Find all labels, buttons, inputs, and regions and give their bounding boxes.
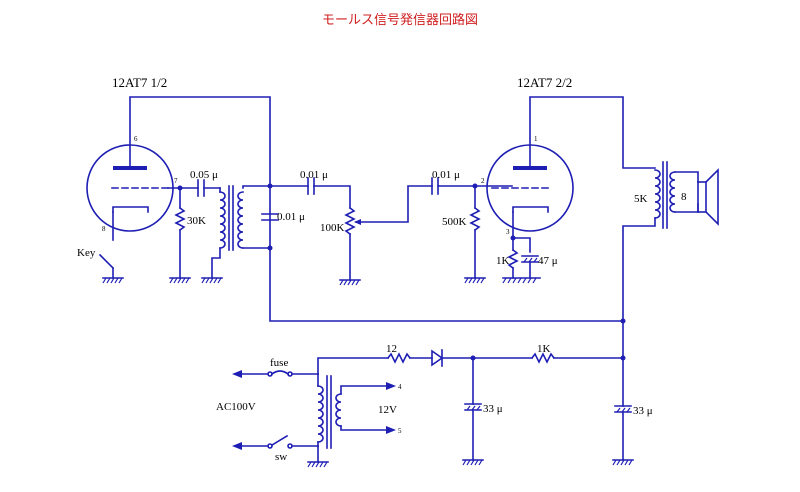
potentiometer-label: 100K: [320, 222, 345, 234]
tube-left-pin-plate: 6: [134, 135, 138, 143]
output-transformer-label: 5K: [634, 193, 648, 205]
tube-right-pin-cathode: 3: [506, 228, 510, 236]
capacitor-33u-right-label: 33 μ: [633, 405, 653, 417]
output-transformer: [654, 161, 676, 229]
capacitor-shunt-0-01u: [261, 213, 279, 221]
switch-label: sw: [275, 451, 287, 463]
tube-right-pin-grid: 2: [481, 177, 485, 185]
secondary-voltage-label: 12V: [378, 404, 397, 416]
fuse: [267, 370, 293, 377]
interstage-transformer: [219, 185, 244, 251]
ground-filter-right: [612, 459, 634, 466]
ground-30k: [169, 277, 191, 284]
power-switch: [267, 434, 293, 449]
speaker-impedance-label: 8: [681, 191, 687, 203]
secondary-pin-5: 5: [398, 427, 402, 435]
resistor-30k-label: 30K: [187, 215, 206, 227]
capacitor-0-05u: [197, 179, 205, 197]
resistor-500k-label: 500K: [442, 216, 467, 228]
ground-transformer-psu: [307, 461, 329, 468]
resistor-500k: [469, 206, 481, 232]
speaker-icon: [697, 168, 719, 226]
capacitor-mid-label: 0.01 μ: [300, 169, 328, 181]
tube-left-pin-grid: 7: [174, 177, 178, 185]
capacitor-33u-left-label: 33 μ: [483, 403, 503, 415]
ground-pot: [339, 279, 361, 286]
tube-left-pin-cathode: 8: [102, 225, 106, 233]
capacitor-33u-right: [614, 405, 632, 413]
resistor-12-label: 12: [386, 343, 397, 355]
capacitor-47u-label: 47 μ: [538, 255, 558, 267]
capacitor-shunt-label: 0.01 μ: [277, 211, 305, 223]
ac-input-label: AC100V: [216, 401, 256, 413]
resistor-30k: [174, 206, 186, 232]
resistor-12: [386, 352, 412, 364]
key-label: Key: [77, 247, 96, 259]
resistor-1k-psu-label: 1K: [537, 343, 551, 355]
tube-left-label: 12AT7 1/2: [112, 75, 167, 90]
ground-500k: [464, 277, 486, 284]
fuse-label: fuse: [270, 357, 288, 369]
power-transformer: [317, 373, 342, 449]
ground-transformer: [201, 277, 223, 284]
capacitor-33u-left: [464, 403, 482, 411]
diagram-title: モールス信号発信器回路図: [322, 12, 478, 28]
ground-key: [102, 277, 124, 284]
tube-right-pin-plate: 1: [534, 135, 538, 143]
ground-filter-left: [462, 459, 484, 466]
capacitor-right-label: 0.01 μ: [432, 169, 460, 181]
tube-right-label: 12AT7 2/2: [517, 75, 572, 90]
key-switch: [98, 253, 115, 270]
ground-cathode: [502, 277, 541, 284]
resistor-1k-psu: [530, 352, 556, 364]
potentiometer-100k: [344, 206, 356, 236]
capacitor-0-05u-label: 0.05 μ: [190, 169, 218, 181]
capacitor-47u: [521, 255, 539, 263]
rectifier-diode: [431, 349, 444, 367]
secondary-pin-4: 4: [398, 383, 402, 391]
resistor-1k-cathode: [507, 248, 519, 270]
resistor-cathode-label: 1K: [496, 255, 510, 267]
